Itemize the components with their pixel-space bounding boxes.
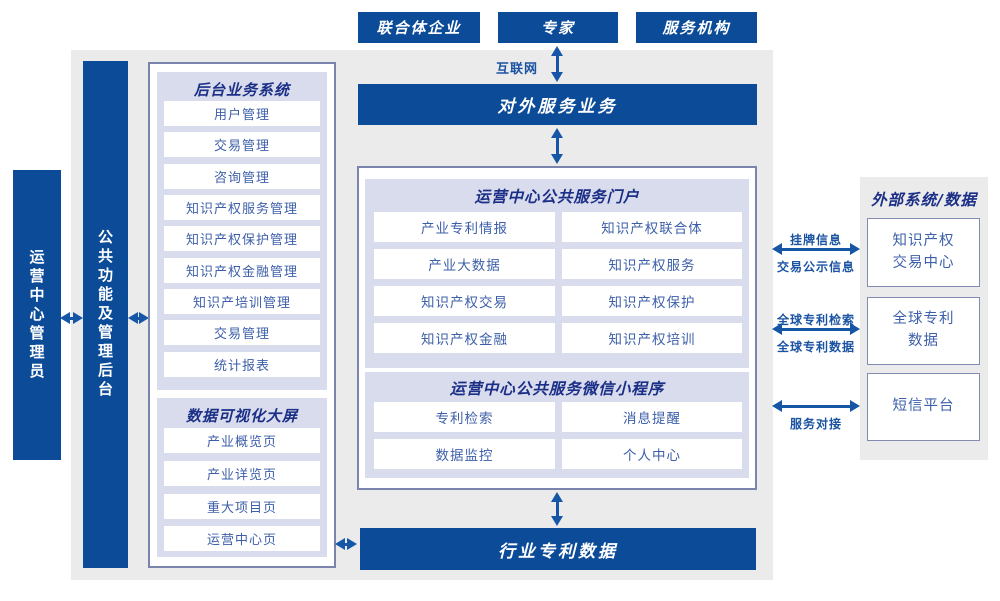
- double-arrow-global-patent: [772, 323, 860, 335]
- portal-item: 产业大数据: [374, 249, 555, 279]
- operations-admin-bar: 运营中心管理员: [13, 170, 61, 460]
- miniprogram-item: 消息提醒: [562, 402, 742, 432]
- global-patent-data-label: 全球专利数据: [776, 340, 855, 354]
- backend-panel: 后台业务系统 用户管理 交易管理 咨询管理 知识产权服务管理 知识产权保护管理 …: [157, 72, 327, 390]
- portal-panel-title: 运营中心公共服务门户: [474, 188, 640, 206]
- miniprogram-panel-title: 运营中心公共服务微信小程序: [449, 380, 665, 398]
- service-connect-label: 服务对接: [789, 417, 842, 431]
- backend-item: 知识产权保护管理: [164, 226, 320, 251]
- dataviz-item: 产业详览页: [164, 461, 320, 486]
- dataviz-item: 运营中心页: [164, 526, 320, 551]
- entity-box-service-orgs: 服务机构: [636, 12, 757, 43]
- backend-item: 知识产权金融管理: [164, 258, 320, 283]
- miniprogram-item: 数据监控: [374, 439, 555, 469]
- portal-panel: 运营中心公共服务门户 产业专利情报 知识产权联合体 产业大数据 知识产权服务 知…: [365, 179, 749, 368]
- portal-item: 知识产权联合体: [562, 212, 742, 242]
- miniprogram-item: 专利检索: [374, 402, 555, 432]
- industry-data-bar: 行业专利数据: [360, 528, 756, 570]
- backend-item: 知识产培训管理: [164, 289, 320, 314]
- miniprogram-item: 个人中心: [562, 439, 742, 469]
- double-arrow-dataviz-industry: [335, 538, 357, 550]
- double-arrow-internet: [551, 46, 563, 82]
- double-arrow-admin-public: [60, 312, 83, 324]
- portal-item: 知识产权交易: [374, 286, 555, 316]
- backend-panel-title: 后台业务系统: [193, 81, 290, 99]
- portal-item: 知识产权金融: [374, 323, 555, 353]
- entity-box-experts: 专家: [498, 12, 618, 43]
- external-box-global-patent: 全球专利 数据: [867, 297, 980, 365]
- public-functions-bar: 公共功能及管理后台: [83, 61, 128, 568]
- backend-item: 交易管理: [164, 320, 320, 345]
- backend-item: 咨询管理: [164, 164, 320, 189]
- double-arrow-service-connect: [772, 400, 860, 412]
- global-patent-search-label: 全球专利检索: [776, 313, 855, 327]
- internet-label: 互联网: [495, 62, 538, 77]
- double-arrow-service-portal: [551, 128, 563, 164]
- external-service-bar: 对外服务业务: [358, 84, 757, 125]
- listing-info-label: 挂牌信息: [789, 233, 842, 247]
- backend-item: 交易管理: [164, 132, 320, 157]
- external-box-ip-exchange: 知识产权 交易中心: [867, 218, 980, 287]
- double-arrow-listing: [772, 243, 860, 255]
- trade-publicity-label: 交易公示信息: [776, 260, 855, 274]
- portal-item: 知识产权服务: [562, 249, 742, 279]
- entity-box-consortium: 联合体企业: [358, 12, 480, 43]
- external-box-sms: 短信平台: [867, 373, 980, 441]
- dataviz-item: 重大项目页: [164, 494, 320, 519]
- miniprogram-panel: 运营中心公共服务微信小程序 专利检索 消息提醒 数据监控 个人中心: [365, 372, 749, 478]
- portal-item: 知识产权保护: [562, 286, 742, 316]
- backend-item: 知识产权服务管理: [164, 195, 320, 220]
- dataviz-panel: 数据可视化大屏 产业概览页 产业详览页 重大项目页 运营中心页: [157, 398, 327, 557]
- portal-item: 产业专利情报: [374, 212, 555, 242]
- double-arrow-public-backend: [128, 312, 149, 324]
- portal-item: 知识产权培训: [562, 323, 742, 353]
- dataviz-item: 产业概览页: [164, 428, 320, 453]
- double-arrow-portal-industry: [551, 492, 563, 526]
- dataviz-panel-title: 数据可视化大屏: [185, 407, 298, 425]
- backend-item: 用户管理: [164, 101, 320, 126]
- external-panel-title: 外部系统/数据: [871, 191, 977, 209]
- backend-item: 统计报表: [164, 352, 320, 377]
